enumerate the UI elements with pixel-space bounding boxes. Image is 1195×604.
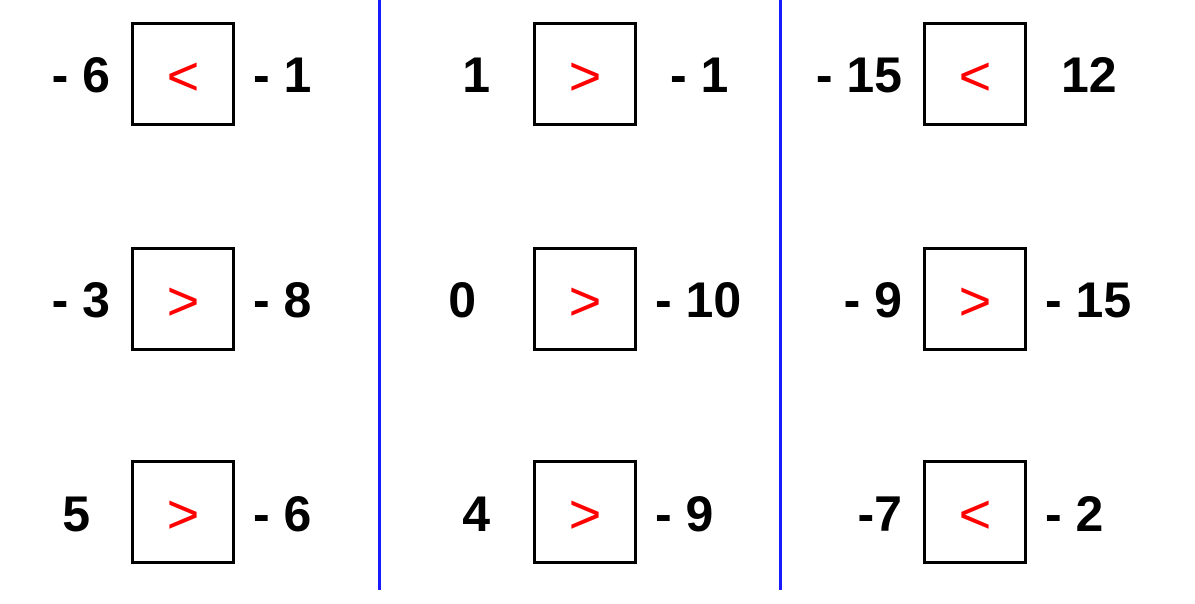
left-number: - 3 (51, 272, 110, 328)
answer-box[interactable]: > (533, 22, 637, 126)
column-divider-2 (779, 0, 782, 590)
comparison-symbol: > (568, 269, 602, 333)
answer-box[interactable]: < (923, 22, 1027, 126)
answer-box[interactable]: < (923, 460, 1027, 564)
comparison-symbol: < (958, 44, 992, 108)
right-number: - 10 (655, 272, 742, 328)
answer-box[interactable]: > (923, 247, 1027, 351)
left-number: 5 (62, 486, 90, 542)
comparison-symbol: > (166, 269, 200, 333)
comparison-symbol: > (568, 482, 602, 546)
left-number: -7 (857, 486, 902, 542)
left-number: 4 (462, 486, 490, 542)
right-number: - 9 (655, 486, 714, 542)
answer-box[interactable]: > (131, 460, 235, 564)
column-divider-1 (378, 0, 381, 590)
right-number: - 1 (253, 47, 312, 103)
comparison-symbol: < (166, 44, 200, 108)
right-number: - 8 (253, 272, 312, 328)
comparison-symbol: < (958, 482, 992, 546)
answer-box[interactable]: > (533, 460, 637, 564)
answer-box[interactable]: < (131, 22, 235, 126)
right-number: - 2 (1045, 486, 1104, 542)
left-number: - 6 (51, 47, 110, 103)
left-number: 1 (462, 47, 490, 103)
answer-box[interactable]: > (131, 247, 235, 351)
comparison-symbol: > (958, 269, 992, 333)
answer-box[interactable]: > (533, 247, 637, 351)
comparison-symbol: > (166, 482, 200, 546)
left-number: - 15 (815, 47, 902, 103)
comparison-symbol: > (568, 44, 602, 108)
right-number: - 1 (670, 47, 729, 103)
left-number: 0 (448, 272, 476, 328)
left-number: - 9 (843, 272, 902, 328)
right-number: 12 (1061, 47, 1117, 103)
right-number: - 6 (253, 486, 312, 542)
right-number: - 15 (1045, 272, 1132, 328)
